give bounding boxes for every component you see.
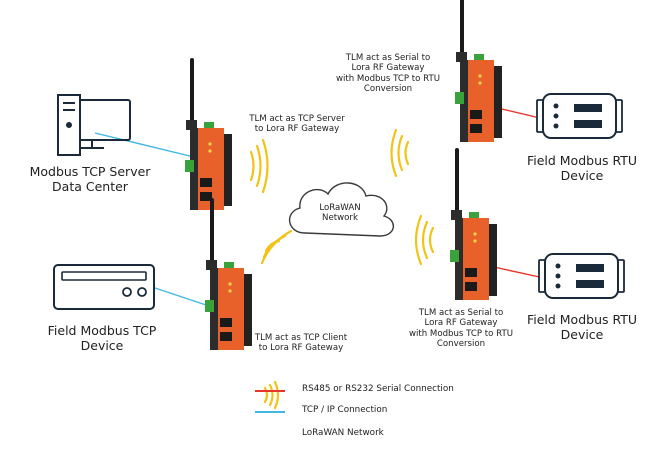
gateway-serial-bottom-caption-line4: Conversion (436, 338, 486, 349)
field-device-tcp-icon (53, 264, 155, 310)
tcp-connection-line-server (94, 132, 199, 159)
legend-lora-label: LoRaWAN Network (302, 428, 384, 438)
rtu-device-top-label-line1: Field Modbus RTU (526, 153, 638, 168)
tcp-device-label: Field Modbus TCP Device (12, 323, 192, 353)
field-device-rtu-bottom-icon (538, 253, 625, 299)
gateway-serial-top-caption-line1: TLM act as Serial to (345, 53, 431, 63)
rtu-device-top-label-line2: Device (560, 168, 604, 183)
field-device-rtu-top-icon (536, 93, 623, 139)
radio-waves-icon (249, 128, 435, 410)
server-label-line2: Data Center (52, 179, 128, 194)
gateway-serial-bottom-caption-line1: TLM act as Serial to (418, 308, 504, 318)
cloud-label: LoRaWAN Network (300, 203, 380, 224)
rtu-device-bottom-label-line2: Device (560, 327, 604, 342)
legend-tcp-label: TCP / IP Connection (302, 405, 388, 415)
legend-tcp-swatch (255, 411, 285, 413)
gateway-serial-bottom-caption-line3: with Modbus TCP to RTU (408, 328, 514, 339)
cloud-label-line2: Network (322, 213, 358, 224)
legend-serial-swatch (255, 390, 285, 392)
gateway-serial-bottom-caption: TLM act as Serial to Lora RF Gateway wit… (386, 308, 536, 349)
rtu-device-bottom-label-line1: Field Modbus RTU (526, 312, 638, 327)
server-label-line1: Modbus TCP Server (29, 164, 151, 179)
gateway-tcp-server (185, 58, 232, 210)
gateway-serial-bottom-caption-line2: Lora RF Gateway (424, 318, 498, 329)
legend-serial-label: RS485 or RS232 Serial Connection (302, 384, 454, 394)
gateway-serial-top-caption-line3: with Modbus TCP to RTU (335, 73, 441, 84)
gateway-tcp-client (205, 198, 252, 350)
gateway-serial-top-caption-line2: Lora RF Gateway (351, 63, 425, 74)
gateway-tcp-client-caption-line2: to Lora RF Gateway (258, 343, 344, 354)
tcp-device-label-line1: Field Modbus TCP (47, 323, 157, 338)
cloud-label-line1: LoRaWAN (319, 203, 361, 213)
gateway-tcp-client-caption: TLM act as TCP Client to Lora RF Gateway (236, 333, 366, 354)
gateway-tcp-server-caption: TLM act as TCP Server to Lora RF Gateway (232, 114, 362, 135)
gateway-tcp-client-caption-line1: TLM act as TCP Client (254, 333, 348, 343)
tcp-device-label-line2: Device (80, 338, 124, 353)
gateway-tcp-server-caption-line1: TLM act as TCP Server (249, 114, 345, 124)
server-label: Modbus TCP Server Data Center (10, 164, 170, 194)
desktop-computer-icon (57, 94, 131, 156)
rtu-device-bottom-label: Field Modbus RTU Device (497, 312, 667, 342)
gateway-serial-top-caption-line4: Conversion (363, 83, 413, 94)
gateway-tcp-server-caption-line2: to Lora RF Gateway (254, 124, 340, 135)
tcp-connection-line-device (145, 284, 216, 309)
gateway-serial-bottom (450, 148, 497, 300)
rtu-device-top-label: Field Modbus RTU Device (497, 153, 667, 183)
cloud-icon (289, 182, 394, 237)
gateway-serial-top-caption: TLM act as Serial to Lora RF Gateway wit… (313, 53, 463, 94)
